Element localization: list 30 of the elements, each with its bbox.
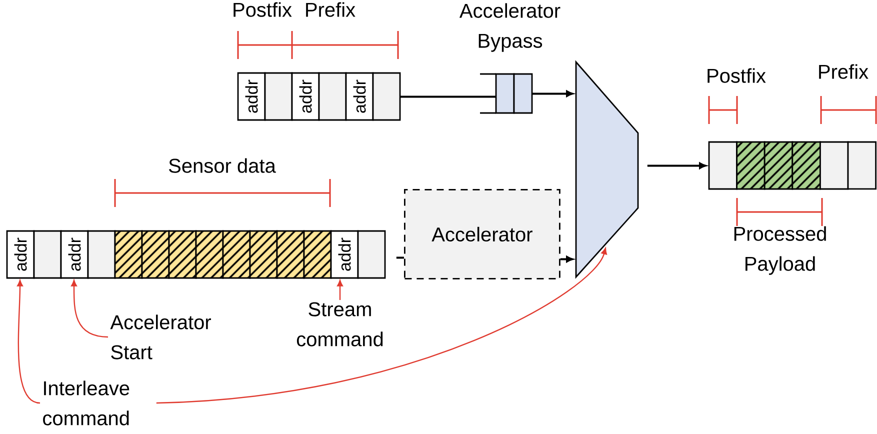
packet bbox=[708, 141, 876, 190]
field-label: addr bbox=[14, 238, 27, 271]
packet bbox=[6, 230, 386, 279]
leader-line bbox=[71, 280, 108, 338]
connector-line bbox=[400, 96, 496, 98]
leader-line bbox=[337, 280, 343, 300]
arrow bbox=[560, 256, 574, 262]
bracket-label: Sensor data bbox=[169, 158, 276, 173]
field-label: addr bbox=[353, 80, 366, 113]
annotation-text: Stream command bbox=[296, 302, 383, 346]
bracket-label: Postfix bbox=[234, 2, 292, 17]
annotation-text: Interleave command bbox=[43, 380, 130, 426]
buffer-label: Accelerator Bypass bbox=[459, 3, 560, 52]
field-label: addr bbox=[68, 238, 81, 271]
connector-line bbox=[396, 256, 404, 259]
bracket-label: Prefix bbox=[819, 64, 868, 79]
accelerator-box: Accelerator bbox=[404, 189, 560, 280]
arrow bbox=[532, 90, 574, 97]
leader-line bbox=[156, 248, 607, 404]
packet bbox=[237, 72, 401, 121]
bracket-label: Prefix bbox=[306, 2, 356, 17]
field-label: addr bbox=[338, 238, 351, 271]
leader-line bbox=[17, 280, 40, 404]
bracket-label: Postfix bbox=[708, 68, 766, 83]
bracket-label: Processed Payload bbox=[734, 226, 826, 275]
field-label: addr bbox=[299, 80, 312, 113]
arrow bbox=[647, 162, 706, 169]
annotation-text: Accelerator Start bbox=[110, 314, 211, 360]
fifo-buffer bbox=[480, 73, 533, 114]
field-label: addr bbox=[245, 80, 258, 113]
